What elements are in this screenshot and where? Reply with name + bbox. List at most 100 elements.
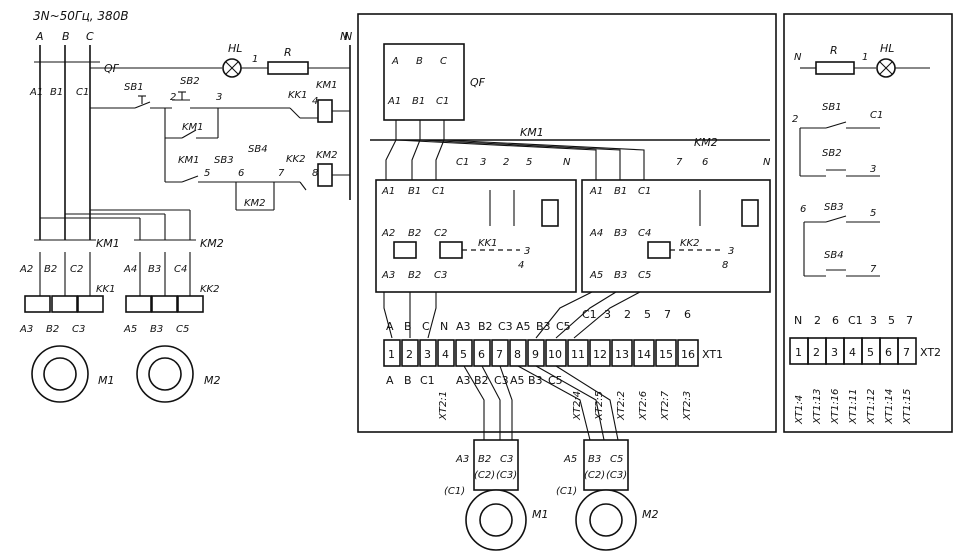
km2-coil [317, 163, 333, 187]
xt1-strip: 1 2 3 4 5 6 7 8 9 10 11 12 13 14 15 16 X… [383, 339, 723, 367]
km2-c4: C4 [638, 228, 651, 239]
m2-a4-label: A4 [123, 264, 137, 275]
xt1-cell-10: 10 [548, 348, 562, 361]
m2-b3-label: B3 [148, 264, 161, 275]
phase-a-label: A [35, 30, 44, 43]
xt1-top-11: C1 [582, 308, 597, 321]
right-enclosure [783, 13, 953, 433]
km1-coil [317, 99, 333, 123]
wire-5-label: 5 [204, 168, 210, 179]
m1-c3-label: C3 [72, 324, 85, 335]
xt1-bot-10: C5 [548, 374, 563, 387]
km2-coil-label: KM2 [316, 150, 338, 161]
bm2-alt1: (C1) [556, 486, 577, 497]
bottom-motor-m1-rotor [479, 503, 513, 537]
rp-w7: 7 [870, 264, 877, 275]
km1-c2: C2 [434, 228, 447, 239]
km1-kk-4: 4 [518, 260, 524, 271]
km1-b1: B1 [408, 186, 421, 197]
xt1-bot-8: A5 [510, 374, 525, 387]
m1-a2-label: A2 [19, 264, 33, 275]
kk2-heater-label: KK2 [200, 284, 219, 295]
xt2-cell-4: 4 [849, 346, 856, 359]
resistor-r [267, 61, 309, 75]
xt1-cell-9: 9 [532, 348, 539, 361]
km1-top-n: N [563, 157, 571, 168]
kk2-heater-c [177, 295, 204, 313]
center-n-label: N [340, 30, 348, 43]
km2-box [581, 179, 771, 293]
xt1-vertical-labels: XT2:1 XT2:4 XT2:5 XT2:2 XT2:6 XT2:7 XT2:… [438, 390, 693, 421]
motor-m2-rotor [148, 357, 182, 391]
xt2-cell-2: 2 [813, 346, 820, 359]
km1-kk-3: 3 [524, 246, 530, 257]
center-enclosure [357, 13, 777, 433]
km2-coil-block [741, 199, 759, 227]
xt2-top-3: 6 [832, 314, 839, 327]
xt1-top-14: 5 [644, 308, 651, 321]
bm2-c5: C5 [610, 454, 623, 465]
xt1-v-5: XT2:6 [638, 391, 649, 421]
xt1-top-2: B [404, 320, 412, 333]
km2-top-n: N [763, 157, 771, 168]
km1-coil-block [541, 199, 559, 227]
km1-kk1: KK1 [478, 238, 497, 249]
m2-label: M2 [204, 374, 221, 387]
rp-n: N [794, 52, 802, 63]
xt1-top-5: A3 [456, 320, 471, 333]
xt1-top-16: 6 [684, 308, 691, 321]
bm2-label: M2 [642, 508, 659, 521]
xt1-cell-1: 1 [388, 348, 395, 361]
bottom-motor-m2-rotor [589, 503, 623, 537]
xt2-top-6: 5 [888, 314, 895, 327]
kk1-label: KK1 [288, 90, 307, 101]
km2-top-6: 6 [702, 157, 708, 168]
xt2-cell-1: 1 [795, 346, 802, 359]
xt2-cell-6: 6 [885, 346, 892, 359]
sb3-label: SB3 [214, 155, 234, 166]
bm1-alt2: (C2) [474, 470, 495, 481]
km1-a1: A1 [381, 186, 395, 197]
rp-hl: HL [880, 42, 894, 55]
kk1-heater-a [24, 295, 51, 313]
bm1-b2: B2 [478, 454, 491, 465]
xt2-top-1: N [794, 314, 802, 327]
rp-sb1: SB1 [822, 102, 842, 113]
xt2-v-3: XT1:16 [830, 389, 841, 425]
km1-c3: C3 [434, 270, 447, 281]
bm1-label: M1 [532, 508, 549, 521]
xt2-v-5: XT1:12 [866, 389, 877, 425]
km1-hold-label: KM1 [182, 122, 204, 133]
wire-1-label: 1 [252, 54, 258, 65]
phase-c-label: C [86, 30, 94, 43]
m1-terminal-box [473, 439, 519, 491]
xt1-v-3: XT2:5 [594, 391, 605, 421]
kk2-heater-b [151, 295, 178, 313]
hl-label: HL [228, 42, 242, 55]
qf-b1-label: B1 [412, 96, 425, 107]
xt1-top-1: A [386, 320, 394, 333]
bm2-alt3: (C3) [606, 470, 627, 481]
km1-main-label: KM1 [96, 237, 120, 250]
km1-heater-2 [439, 241, 463, 259]
qf-c-label: C [440, 56, 447, 67]
phase-b-label: B [62, 30, 70, 43]
bm1-a3: A3 [455, 454, 469, 465]
rp-w5: 5 [870, 208, 876, 219]
km1-interlock-label: KM1 [178, 155, 200, 166]
km2-heater [647, 241, 671, 259]
km2-kk-3: 3 [728, 246, 734, 257]
bm1-alt1: (C1) [444, 486, 465, 497]
center-km1-label: KM1 [520, 126, 544, 139]
xt1-bot-1: A [386, 374, 394, 387]
bm2-b3: B3 [588, 454, 601, 465]
xt2-top-7: 7 [906, 314, 913, 327]
km2-c1: C1 [638, 186, 651, 197]
xt2-top-labels: N 2 6 C1 3 5 7 [794, 314, 913, 327]
km1-top-5: 5 [526, 157, 532, 168]
center-panel: N QF A B C A1 B1 C1 KM1 KM2 C1 3 2 5 N 7… [340, 13, 777, 433]
xt1-top-13: 2 [624, 308, 631, 321]
km2-main-label: KM2 [200, 237, 224, 250]
wire-2-label: 2 [170, 92, 176, 103]
qf-b-label: B [416, 56, 423, 67]
